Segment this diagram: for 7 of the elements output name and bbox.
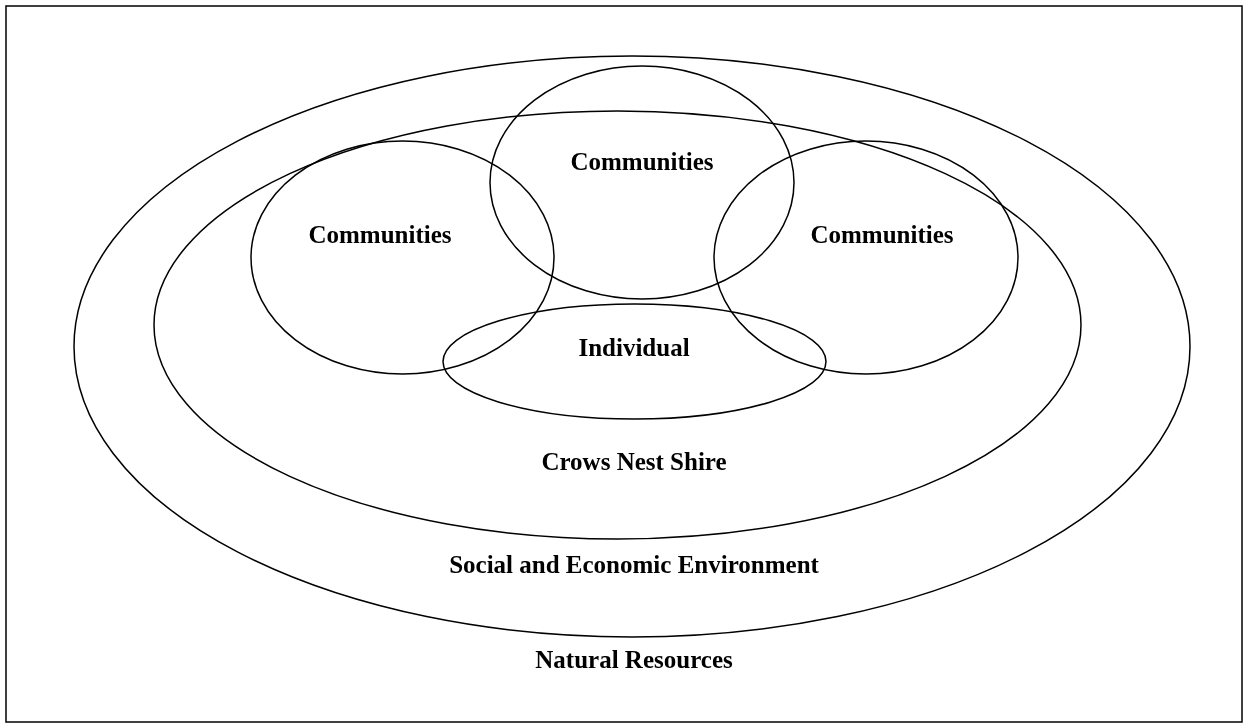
region-label: Communities — [810, 221, 954, 249]
region-label: Communities — [570, 148, 714, 176]
region-label: Communities — [308, 221, 452, 249]
region-label: Natural Resources — [535, 646, 733, 674]
region-label: Crows Nest Shire — [541, 448, 727, 476]
region-label: Social and Economic Environment — [449, 551, 819, 579]
region-label: Individual — [578, 334, 690, 362]
